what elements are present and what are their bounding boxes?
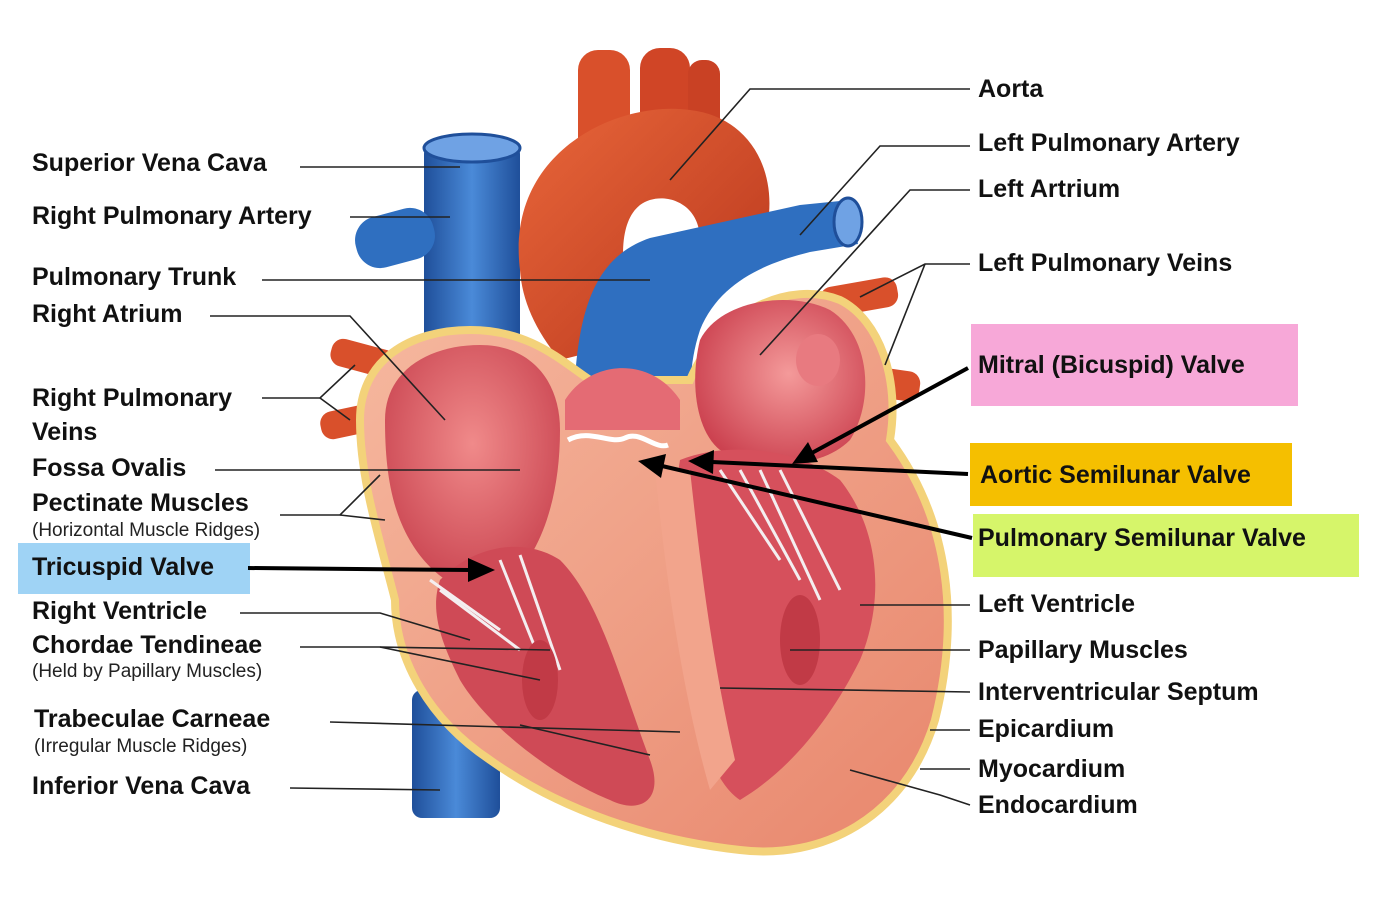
label-myocardium: Myocardium bbox=[978, 755, 1126, 783]
valve-arrows bbox=[247, 366, 973, 582]
label-right-pulmonary-veins-2: Veins bbox=[32, 418, 98, 446]
pulmonary-trunk-shape bbox=[575, 196, 864, 420]
label-left-pulmonary-artery: Left Pulmonary Artery bbox=[978, 129, 1240, 157]
label-interventricular-septum: Interventricular Septum bbox=[978, 678, 1259, 706]
semilunar-valves-shape bbox=[565, 368, 680, 449]
label-endocardium: Endocardium bbox=[978, 791, 1138, 819]
label-pulmonary-semilunar-valve: Pulmonary Semilunar Valve bbox=[978, 524, 1306, 552]
label-aorta: Aorta bbox=[978, 75, 1044, 103]
label-pectinate-muscles: Pectinate Muscles bbox=[32, 489, 249, 517]
label-right-ventricle: Right Ventricle bbox=[32, 597, 208, 625]
label-superior-vena-cava: Superior Vena Cava bbox=[32, 149, 267, 177]
superior-vena-cava-shape bbox=[422, 132, 522, 370]
label-papillary-muscles: Papillary Muscles bbox=[978, 636, 1188, 664]
pulmonary-valve-highlight bbox=[973, 514, 1359, 577]
label-aortic-semilunar-valve: Aortic Semilunar Valve bbox=[980, 461, 1251, 489]
label-right-pulmonary-veins-1: Right Pulmonary bbox=[32, 384, 233, 412]
leader-lines bbox=[210, 88, 971, 806]
label-trabeculae-carneae-note: (Irregular Muscle Ridges) bbox=[34, 736, 248, 757]
label-right-atrium: Right Atrium bbox=[32, 300, 183, 328]
left-atrium-opening bbox=[796, 334, 840, 386]
label-mitral-valve: Mitral (Bicuspid) Valve bbox=[978, 351, 1245, 379]
left-ventricle-shape bbox=[675, 449, 876, 800]
label-left-atrium: Left Artrium bbox=[978, 175, 1121, 203]
aorta-shape bbox=[518, 48, 770, 360]
label-epicardium: Epicardium bbox=[978, 715, 1115, 743]
label-left-pulmonary-veins: Left Pulmonary Veins bbox=[978, 249, 1233, 277]
label-trabeculae-carneae: Trabeculae Carneae bbox=[34, 705, 271, 733]
label-chordae-tendineae-note: (Held by Papillary Muscles) bbox=[32, 661, 263, 682]
tricuspid-valve-highlight bbox=[18, 543, 250, 594]
label-right-pulmonary-artery: Right Pulmonary Artery bbox=[32, 202, 312, 230]
label-pectinate-muscles-note: (Horizontal Muscle Ridges) bbox=[32, 520, 261, 541]
label-inferior-vena-cava: Inferior Vena Cava bbox=[32, 772, 251, 800]
right-atrium-shape bbox=[385, 345, 560, 592]
septum-shape bbox=[655, 470, 735, 790]
mitral-valve-highlight bbox=[971, 324, 1298, 406]
aortic-valve-highlight bbox=[970, 443, 1292, 506]
label-tricuspid-valve: Tricuspid Valve bbox=[32, 553, 215, 581]
label-chordae-tendineae: Chordae Tendineae bbox=[32, 631, 263, 659]
label-pulmonary-trunk: Pulmonary Trunk bbox=[32, 263, 237, 291]
label-fossa-ovalis: Fossa Ovalis bbox=[32, 454, 187, 482]
right-pulmonary-artery-shape bbox=[355, 207, 435, 269]
label-left-ventricle: Left Ventricle bbox=[978, 590, 1135, 618]
